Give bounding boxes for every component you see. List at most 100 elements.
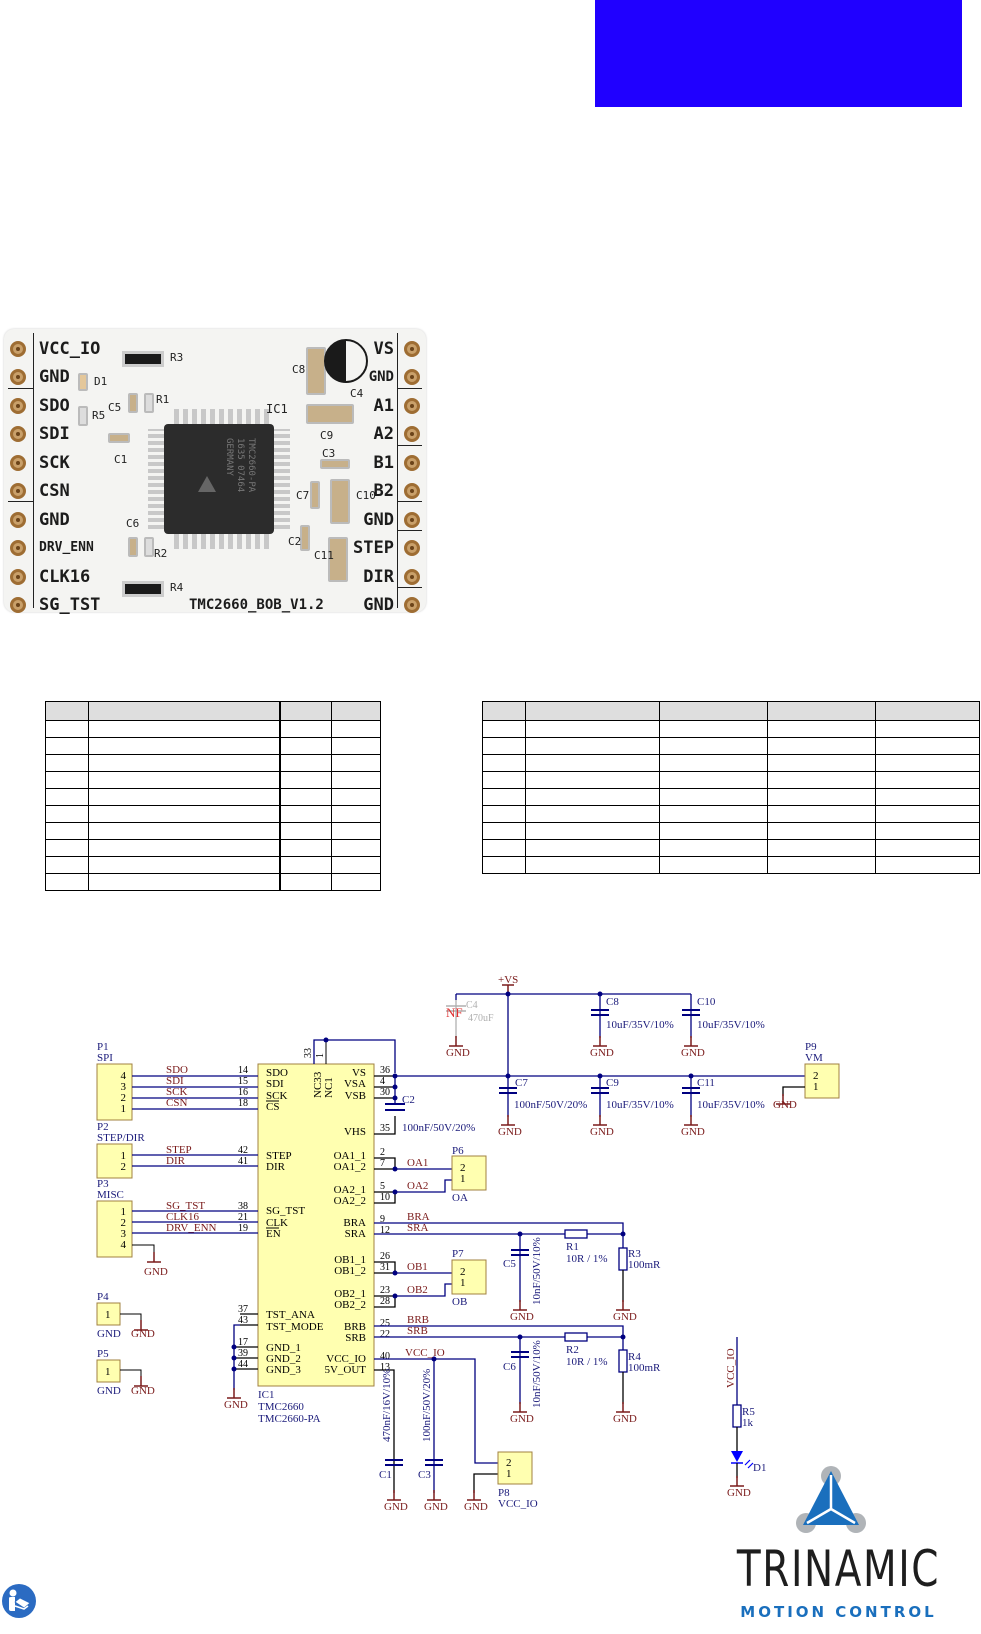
table-cell bbox=[331, 720, 381, 738]
ic-pin-number: 5 bbox=[380, 1181, 385, 1192]
ic-pin-number: 23 bbox=[380, 1285, 390, 1296]
table-cell bbox=[525, 754, 660, 772]
ic-pin-name: TST_MODE bbox=[266, 1321, 324, 1333]
gnd-label: GND bbox=[510, 1413, 534, 1425]
pin-label: A1 bbox=[373, 396, 394, 416]
gnd-label: GND bbox=[590, 1126, 614, 1138]
c10-value: 10uF/35V/10% bbox=[697, 1019, 765, 1031]
chip-marking: 1635 07464 bbox=[235, 438, 245, 493]
pin-label: DRV_ENN bbox=[39, 540, 94, 555]
pad-icon bbox=[404, 512, 420, 528]
c7-value: 100nF/50V/20% bbox=[514, 1099, 587, 1111]
gnd-label: GND bbox=[144, 1266, 168, 1278]
r3-value: 100mR bbox=[628, 1259, 661, 1271]
ic-pin-name: OB1_1 bbox=[334, 1254, 366, 1266]
gnd-label: GND bbox=[681, 1126, 705, 1138]
pinout-table-right bbox=[482, 701, 980, 874]
schematic-diagram: SDO SDI SCK CS STEP DIR SG_TST CLK EN TS… bbox=[96, 974, 840, 1513]
table-cell bbox=[482, 788, 526, 806]
table-cell bbox=[767, 839, 876, 857]
r4-value: 100mR bbox=[628, 1362, 661, 1374]
gnd-label: GND bbox=[681, 1047, 705, 1059]
ic-pin-name: OB2_2 bbox=[334, 1299, 366, 1311]
table-cell bbox=[659, 788, 768, 806]
ic-pin-number: 9 bbox=[380, 1214, 385, 1225]
pad-icon bbox=[10, 512, 26, 528]
pin-label: GND bbox=[363, 595, 394, 615]
cap-c6 bbox=[128, 537, 138, 557]
table-cell bbox=[331, 822, 381, 840]
cap-c11 bbox=[328, 537, 348, 582]
table-cell bbox=[45, 805, 89, 823]
r1-value: 10R / 1% bbox=[566, 1253, 608, 1265]
table-row bbox=[45, 737, 381, 755]
refdes: C10 bbox=[356, 489, 376, 502]
table-cell bbox=[525, 720, 660, 738]
gnd-label: GND bbox=[384, 1501, 408, 1513]
ic-pin-number: 28 bbox=[380, 1296, 390, 1307]
net-label: SDI bbox=[166, 1075, 184, 1087]
connector-pin: 3 bbox=[121, 1081, 127, 1093]
table-row bbox=[482, 754, 980, 772]
ic-pin-number: 15 bbox=[238, 1076, 248, 1087]
net-label: DRV_ENN bbox=[166, 1222, 217, 1234]
ic-pin-number: 41 bbox=[238, 1156, 248, 1167]
ic-pin-name: OB1_2 bbox=[334, 1265, 366, 1277]
table-row bbox=[482, 805, 980, 823]
ic-pin-name: NC33 bbox=[312, 1071, 324, 1098]
silk-divider bbox=[397, 501, 422, 502]
connector-pin: 2 bbox=[121, 1217, 127, 1229]
refdes: D1 bbox=[94, 375, 108, 388]
trinamic-logo-icon bbox=[796, 1466, 866, 1533]
ic-pin-number: 39 bbox=[238, 1348, 248, 1359]
table-cell bbox=[279, 771, 332, 789]
table-header-cell bbox=[88, 701, 281, 721]
p7-ref: P7 bbox=[452, 1248, 464, 1260]
table-cell bbox=[525, 771, 660, 789]
table-row bbox=[45, 805, 381, 823]
cap-c8 bbox=[306, 347, 326, 395]
ic-pin-number: 18 bbox=[238, 1098, 248, 1109]
table-cell bbox=[875, 788, 980, 806]
ic-pin-number: 1 bbox=[315, 1053, 326, 1058]
table-cell bbox=[88, 839, 281, 857]
table-cell bbox=[88, 822, 281, 840]
pin-label: A2 bbox=[373, 424, 394, 444]
p7-body bbox=[451, 1259, 487, 1295]
header-color-block bbox=[595, 0, 962, 107]
refdes: R4 bbox=[170, 581, 184, 594]
pad-icon bbox=[404, 597, 420, 613]
ic-pin-name: DIR bbox=[266, 1161, 286, 1173]
table-row bbox=[45, 839, 381, 857]
table-cell bbox=[279, 839, 332, 857]
ic-pin-number: 36 bbox=[380, 1065, 390, 1076]
net-label: STEP bbox=[166, 1144, 192, 1156]
table-cell bbox=[659, 822, 768, 840]
ic1-left-pin-names: SDO SDI SCK CS STEP DIR SG_TST CLK EN TS… bbox=[266, 1067, 324, 1376]
ic-pin-name: CS bbox=[266, 1101, 279, 1113]
table-cell bbox=[482, 856, 526, 874]
table-cell bbox=[525, 788, 660, 806]
resistor-r5 bbox=[78, 406, 88, 426]
cap-c3 bbox=[320, 459, 350, 469]
table-cell bbox=[482, 805, 526, 823]
table-cell bbox=[525, 822, 660, 840]
pad-icon bbox=[10, 540, 26, 556]
c9-ref: C9 bbox=[606, 1077, 619, 1089]
c10-ref: C10 bbox=[697, 996, 716, 1008]
trinamic-wordmark: TRINAMIC bbox=[736, 1540, 941, 1598]
table-row bbox=[45, 873, 381, 891]
pin-label: VCC_IO bbox=[39, 339, 101, 359]
table-header-cell bbox=[659, 701, 768, 721]
pin-label: VS bbox=[373, 339, 394, 359]
c4-ref: C4 bbox=[466, 1000, 478, 1011]
ic-pin-number: 14 bbox=[238, 1065, 248, 1076]
gnd-label: GND bbox=[773, 1099, 797, 1111]
connector-pin: 1 bbox=[105, 1366, 111, 1378]
table-header-cell bbox=[525, 701, 660, 721]
table-cell bbox=[659, 720, 768, 738]
table-header-cell bbox=[331, 701, 381, 721]
p8-body bbox=[497, 1451, 533, 1485]
pin-label: STEP bbox=[353, 538, 394, 558]
table-cell bbox=[482, 771, 526, 789]
